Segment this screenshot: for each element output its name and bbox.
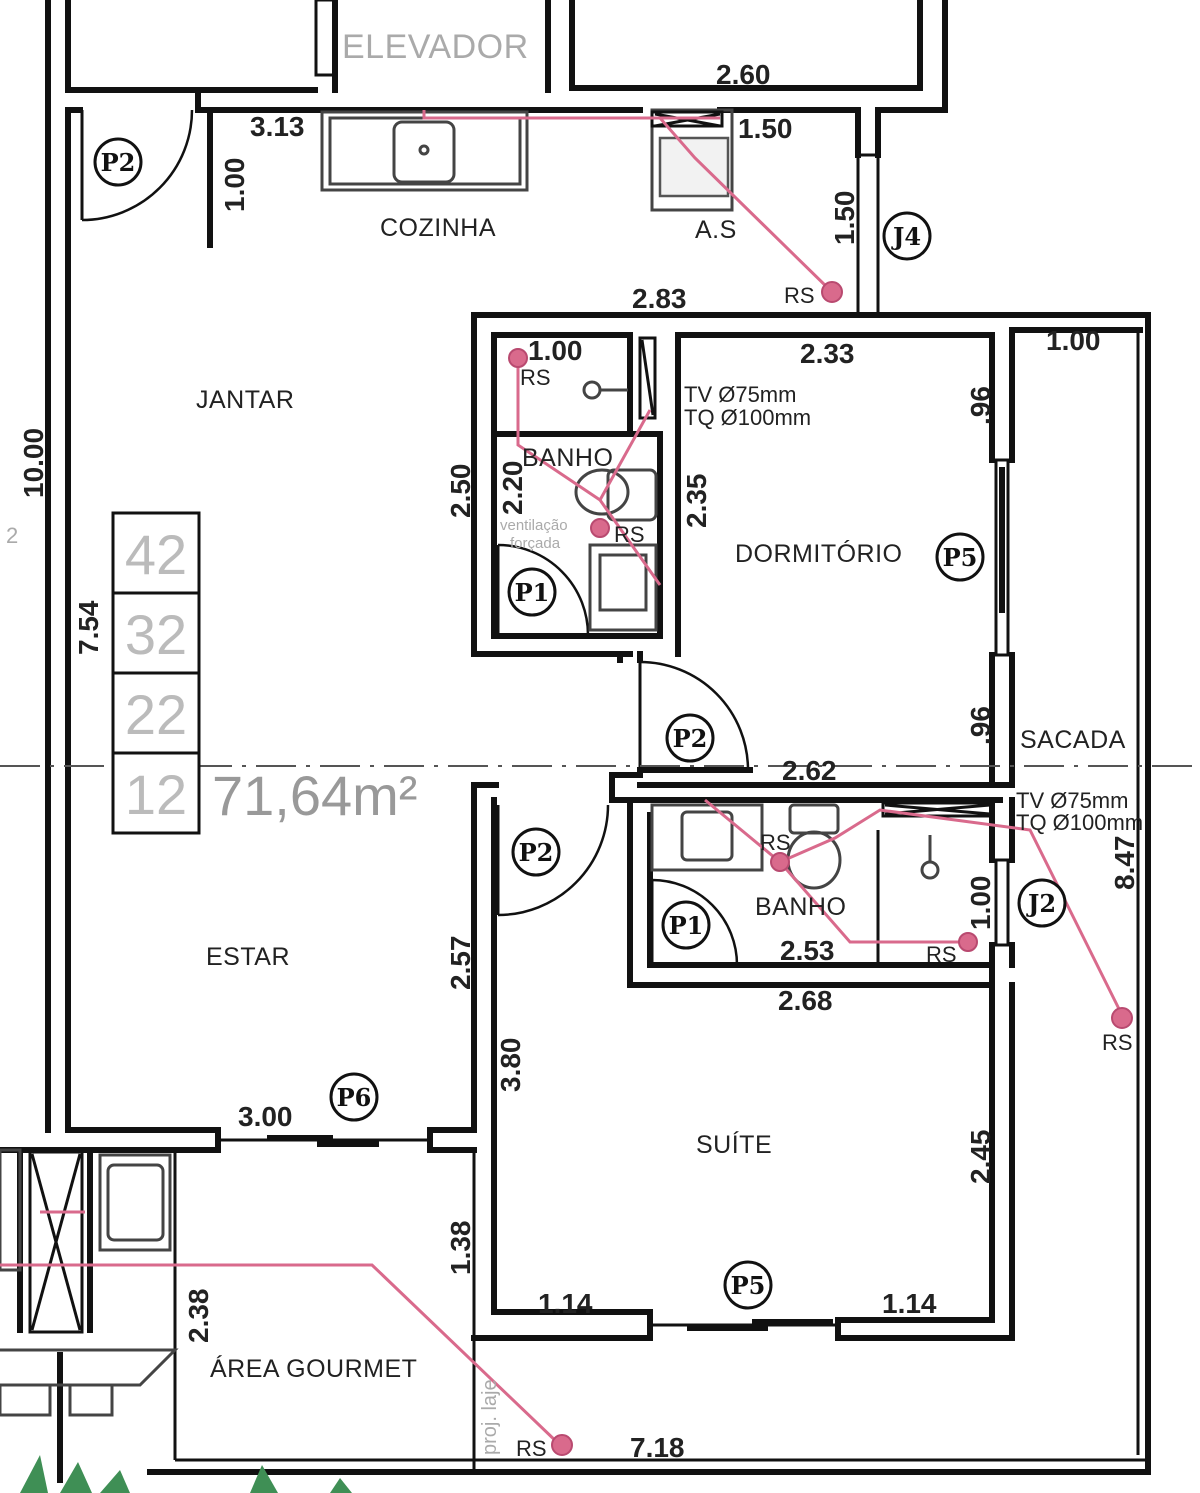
dimension-labels: 2.60 3.13 1.50 1.00 1.50 2.83 1.00 2.33 …: [6, 59, 1140, 1463]
room-banho-social: BANHO: [522, 444, 613, 472]
tag-j4: J4: [891, 222, 921, 251]
unit-area: 71,64m²: [212, 764, 417, 827]
room-area-gourmet: ÁREA GOURMET: [210, 1354, 417, 1383]
dim-1-00-sacada: 1.00: [1046, 325, 1101, 356]
dim-2-35: 2.35: [681, 474, 712, 529]
dim-2-38: 2.38: [183, 1289, 214, 1344]
tag-p2-dorm: P2: [673, 724, 708, 753]
dim-2-50: 2.50: [445, 464, 476, 519]
dim-7-54: 7.54: [73, 600, 104, 655]
dim-3-80: 3.80: [495, 1038, 526, 1093]
plumbing-lines: [0, 110, 1124, 1447]
plumbing-annotations: RS RS TV Ø75mm TQ Ø100mm RS ventilação f…: [479, 283, 1143, 1461]
dim-2-53: 2.53: [780, 935, 835, 966]
rs-label-suite-shower: RS: [926, 942, 957, 967]
doors: [80, 109, 750, 966]
floor-42: 42: [125, 523, 187, 586]
rs-label-suite-bath: RS: [760, 830, 791, 855]
tq-label-top: TQ Ø100mm: [684, 405, 811, 430]
dim-96-top: .96: [965, 386, 996, 425]
tv-label-top: TV Ø75mm: [684, 382, 796, 407]
dim-96-bottom: .96: [965, 706, 996, 745]
dim-2-60: 2.60: [716, 59, 771, 90]
dim-3-00: 3.00: [238, 1101, 293, 1132]
dim-2-20: 2.20: [497, 461, 528, 516]
rs-label-gourmet: RS: [516, 1436, 547, 1461]
door-tags: P2 J4 P1 P5 P2 P2 P1 J2 P6 P5: [93, 137, 1067, 1310]
dim-1-14-left: 1.14: [538, 1288, 593, 1319]
floor-12: 12: [125, 763, 187, 826]
tag-p1-suite-bath: P1: [669, 911, 704, 940]
side-mark: 2: [6, 523, 18, 548]
dim-2-33: 2.33: [800, 338, 855, 369]
tag-j2: J2: [1026, 889, 1056, 918]
room-estar: ESTAR: [206, 943, 290, 971]
plumbing-points: [508, 281, 1133, 1456]
dim-1-00-kitchen: 1.00: [219, 158, 250, 213]
walls: [0, 0, 1151, 1483]
proj-laje-label: proj. laje: [479, 1379, 501, 1455]
dim-2-68: 2.68: [778, 985, 833, 1016]
floor-stack: 42 32 22 12: [111, 511, 201, 835]
dim-1-38: 1.38: [445, 1221, 476, 1276]
dim-8-47: 8.47: [1109, 836, 1140, 891]
room-as: A.S: [695, 216, 737, 244]
dim-2-62: 2.62: [782, 755, 837, 786]
tag-p2-entry: P2: [101, 148, 136, 177]
fixtures: [0, 108, 995, 1417]
dim-1-50-top: 1.50: [738, 113, 793, 144]
tv-label-bottom: TV Ø75mm: [1016, 788, 1128, 813]
dim-10-00: 10.00: [18, 428, 49, 498]
rs-label-sacada: RS: [1102, 1030, 1133, 1055]
tq-label-bottom: TQ Ø100mm: [1016, 810, 1143, 835]
tag-p6: P6: [337, 1083, 372, 1112]
floor-32: 32: [125, 603, 187, 666]
dim-1-14-right: 1.14: [882, 1288, 937, 1319]
dim-1-50-side: 1.50: [829, 191, 860, 246]
room-suite: SUÍTE: [696, 1130, 772, 1159]
room-elevador: ELEVADOR: [342, 28, 529, 66]
dim-3-13: 3.13: [250, 111, 305, 142]
room-banho-suite: BANHO: [755, 893, 846, 921]
rs-label-bath-mid: RS: [614, 522, 645, 547]
windows: [218, 0, 1010, 1331]
dim-2-45: 2.45: [965, 1130, 996, 1185]
room-labels: ELEVADOR COZINHA A.S JANTAR BANHO DORMIT…: [196, 28, 1126, 1383]
tag-p1-bath: P1: [515, 578, 550, 607]
room-sacada: SACADA: [1020, 726, 1126, 754]
dim-2-57: 2.57: [445, 936, 476, 991]
dim-1-00-suite: 1.00: [965, 876, 996, 931]
floor-22: 22: [125, 683, 187, 746]
room-cozinha: COZINHA: [380, 214, 496, 242]
room-jantar: JANTAR: [196, 386, 294, 414]
ventilacao-label-1: ventilação: [500, 517, 568, 534]
tag-p5-suite: P5: [731, 1271, 766, 1300]
dim-1-00-bath: 1.00: [528, 335, 583, 366]
tag-p5-dorm: P5: [943, 543, 978, 572]
room-dormitorio: DORMITÓRIO: [735, 539, 903, 568]
tag-p2-suite: P2: [519, 838, 554, 867]
rs-label-bath-top: RS: [520, 365, 551, 390]
plant-decoration: [20, 1455, 352, 1493]
rs-label-as: RS: [784, 283, 815, 308]
ventilacao-label-2: forçada: [510, 535, 561, 552]
dim-2-83: 2.83: [632, 283, 687, 314]
dim-7-18: 7.18: [630, 1432, 685, 1463]
